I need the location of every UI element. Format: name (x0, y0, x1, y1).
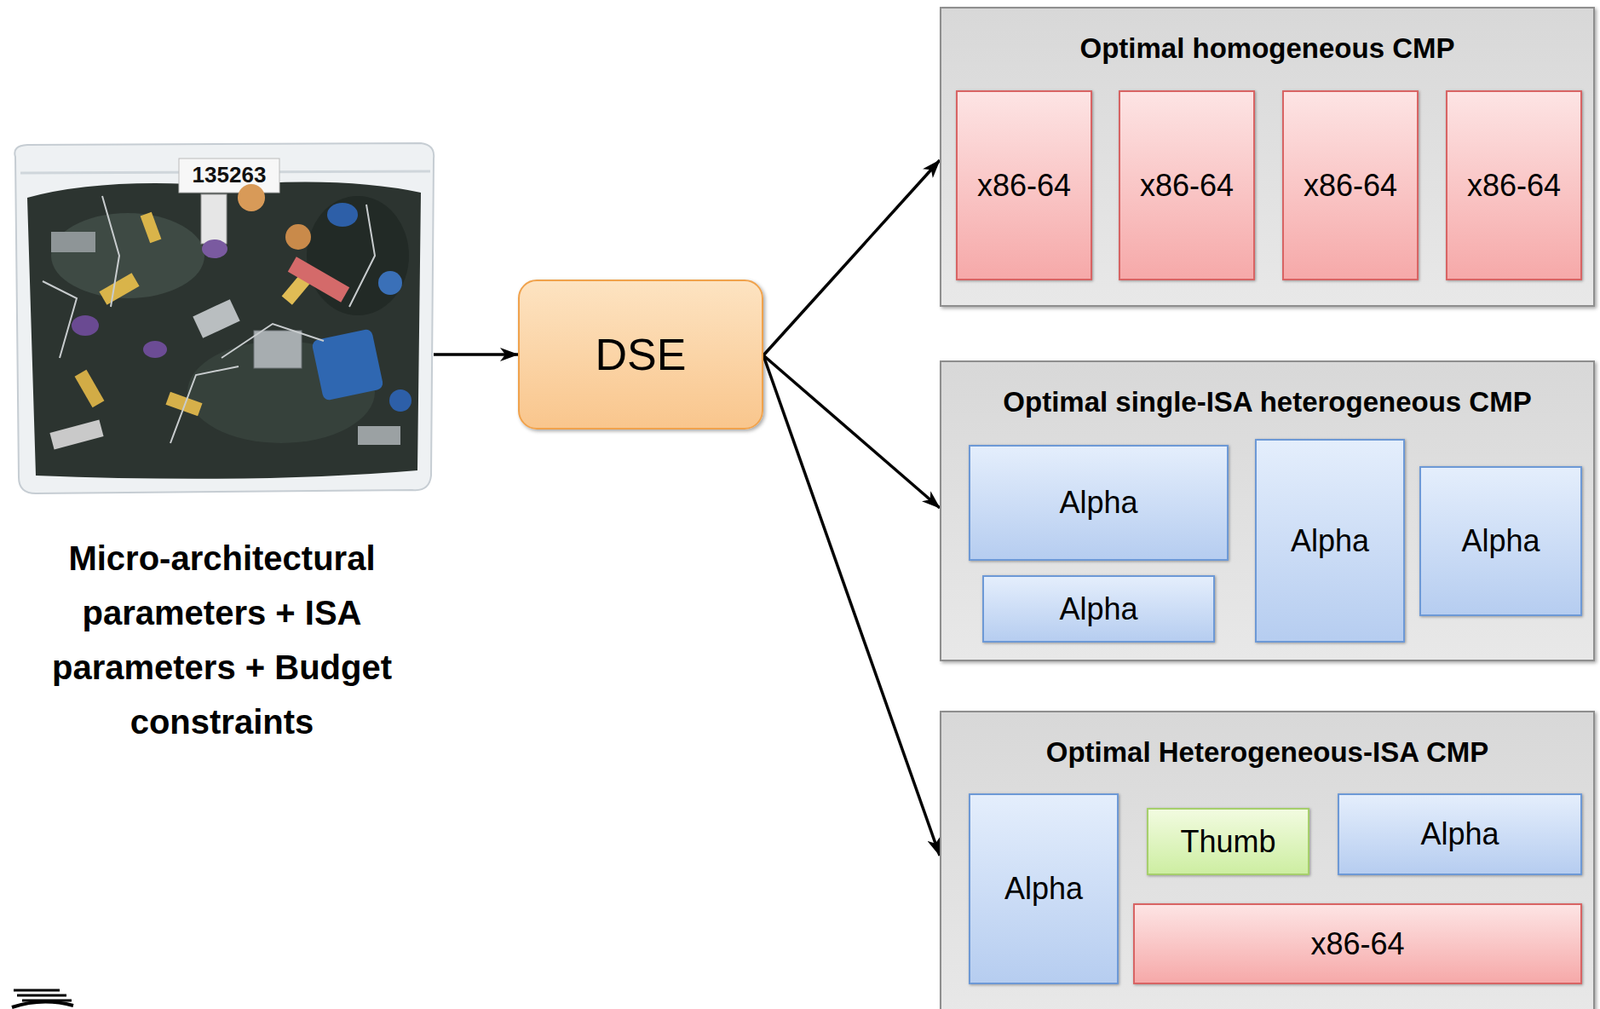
core-label: Alpha (1058, 484, 1138, 521)
lead-wire (170, 366, 239, 444)
bag-number: 135263 (178, 161, 280, 188)
core-box: Alpha (1254, 438, 1405, 643)
flow-arrow (433, 352, 518, 357)
capacitor (378, 270, 403, 295)
connector-strip (49, 420, 104, 450)
chip (192, 299, 240, 339)
core-label: Alpha (1058, 591, 1138, 628)
chip (201, 194, 227, 244)
cmp-panel: Optimal single-ISA heterogeneous CMP Alph… (939, 360, 1595, 662)
lead-wire (349, 204, 375, 307)
bag-contents (27, 182, 421, 479)
core-label: Alpha (1461, 523, 1540, 559)
core-box: Thumb (1146, 807, 1310, 875)
resistor (165, 391, 202, 417)
core-box: Alpha (968, 793, 1119, 985)
parts-bag (14, 143, 434, 494)
flow-arrow (763, 355, 940, 856)
cmp-panel: Optimal Heterogeneous-ISA CMPAlphaThumbA… (939, 710, 1595, 1009)
core-box: x86-64 (1133, 903, 1583, 985)
capacitor (143, 340, 167, 358)
capacitor (327, 202, 358, 227)
capacitor (71, 315, 99, 336)
chip (253, 330, 302, 369)
bag-tag (178, 158, 280, 193)
logo (11, 1001, 74, 1008)
core-label: x86-64 (977, 167, 1071, 204)
capacitor (201, 239, 228, 259)
input-caption: Micro-architectural parameters + ISA par… (35, 530, 409, 749)
capacitor (285, 224, 311, 250)
core-label: Thumb (1179, 823, 1276, 860)
resistor (140, 212, 162, 244)
connector-strip (287, 256, 350, 302)
input-node: Micro-architectural parameters + ISA par… (10, 143, 434, 749)
lead-wire (221, 323, 324, 358)
core-box: Alpha (1419, 466, 1583, 616)
logo (13, 989, 72, 1001)
core-label: Alpha (1420, 816, 1499, 852)
core-label: x86-64 (1139, 167, 1234, 204)
capacitor (310, 328, 384, 401)
process-box: DSE (517, 279, 764, 430)
lead-wire (42, 281, 77, 358)
component-pile (306, 195, 409, 316)
resistor (74, 369, 105, 408)
core-label: x86-64 (1310, 926, 1405, 962)
core-label: x86-64 (1467, 167, 1561, 204)
process-label: DSE (595, 328, 687, 380)
core-box: Alpha (1337, 793, 1583, 875)
core-label: Alpha (1004, 870, 1083, 907)
core-label: Alpha (1290, 523, 1370, 559)
panel-title: Optimal homogeneous CMP (941, 31, 1594, 66)
resistor (98, 272, 139, 306)
chip (357, 425, 401, 445)
core-label: x86-64 (1303, 167, 1398, 204)
lead-wire (102, 195, 120, 307)
flow-arrow (763, 160, 940, 356)
core-box: x86-64 (955, 90, 1093, 281)
core-box: Alpha (982, 575, 1215, 643)
panel-title: Optimal single-ISA heterogeneous CMP (941, 385, 1594, 420)
core-box: x86-64 (1118, 90, 1255, 281)
chip (51, 231, 96, 253)
panel-title: Optimal Heterogeneous-ISA CMP (941, 735, 1594, 770)
capacitor (237, 184, 265, 212)
core-box: Alpha (968, 444, 1229, 561)
core-box: x86-64 (1445, 90, 1583, 281)
cmp-panel: Optimal homogeneous CMP x86-64 x86-64 x86-6… (939, 6, 1595, 307)
label-holder: 135263 (178, 161, 280, 188)
capacitor (389, 389, 412, 412)
core-box: x86-64 (1282, 90, 1419, 281)
